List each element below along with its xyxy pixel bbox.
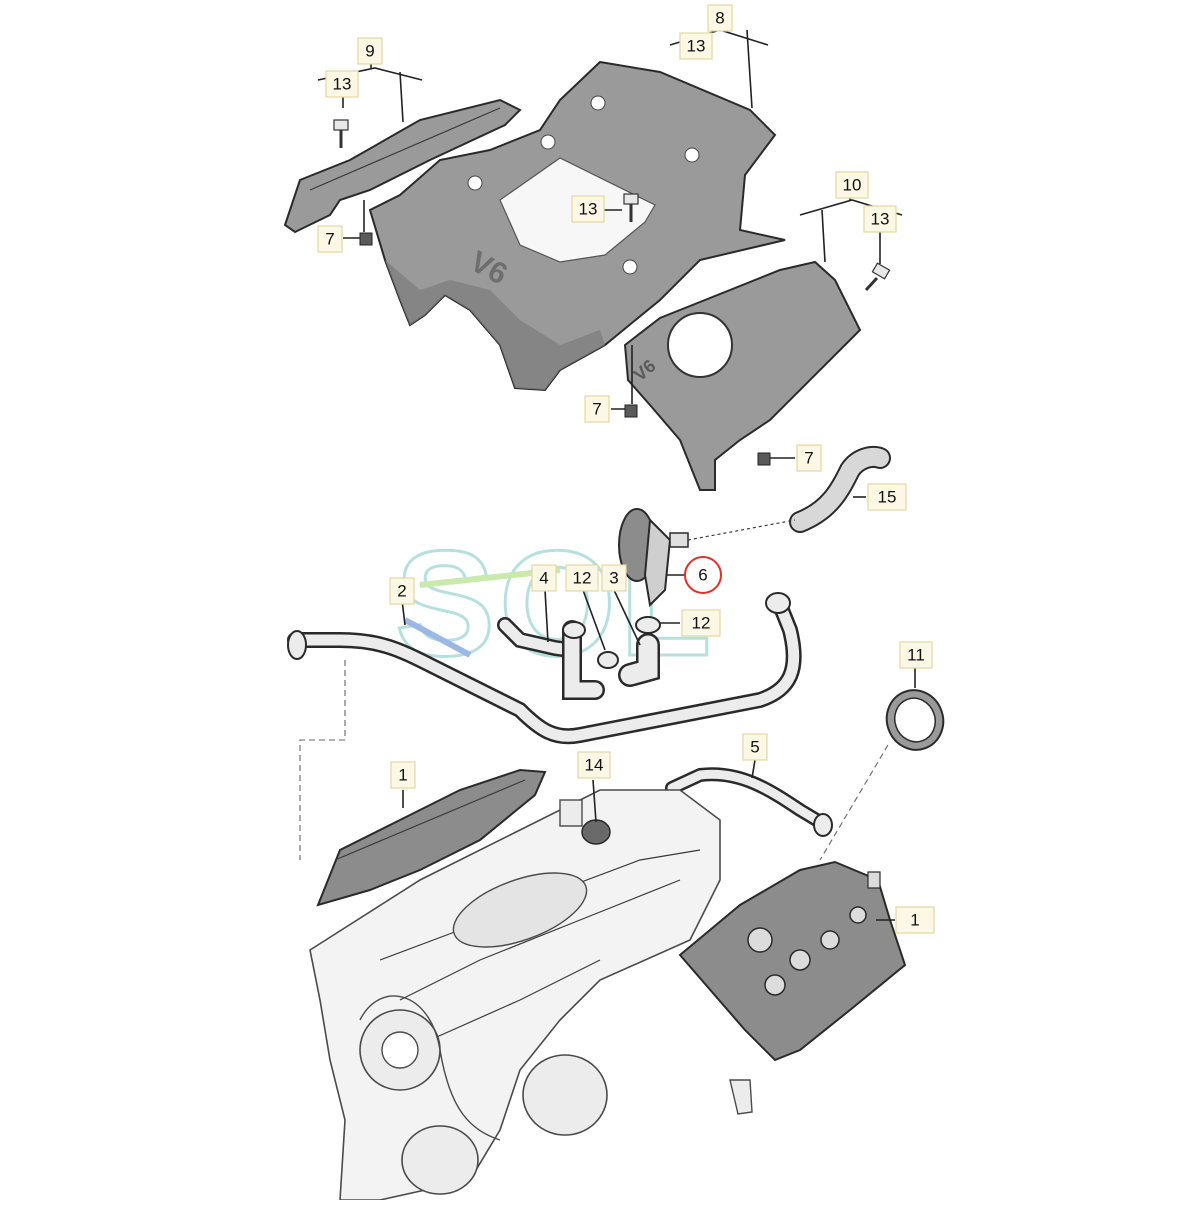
- callout-6: 6: [684, 556, 722, 594]
- callout-7-c: 7: [796, 444, 822, 472]
- left-trim-cover: [283, 98, 522, 234]
- callout-1-b: 1: [895, 906, 935, 934]
- breather-hose-5: [665, 767, 833, 837]
- callout-12-b: 12: [681, 609, 721, 637]
- svg-text:9: 9: [365, 42, 374, 61]
- callout-13-a: 13: [679, 32, 713, 60]
- bolt-13-left: [333, 119, 349, 148]
- callout-12-a: 12: [565, 564, 599, 592]
- highlight-circle: [684, 556, 722, 594]
- svg-text:11: 11: [907, 646, 925, 665]
- callout-2: 2: [389, 577, 415, 605]
- svg-text:5: 5: [750, 738, 759, 757]
- engine-block: [309, 789, 753, 1201]
- callout-13-b: 13: [325, 70, 359, 98]
- svg-text:4: 4: [539, 569, 548, 588]
- seal-ring-11: [885, 689, 945, 751]
- callout-14: 14: [577, 751, 611, 779]
- bolt-13-right: [864, 262, 891, 292]
- callout-11: 11: [899, 641, 933, 669]
- clip-7-left: [359, 232, 373, 246]
- svg-text:12: 12: [573, 569, 592, 588]
- callout-10: 10: [835, 171, 869, 199]
- svg-text:10: 10: [843, 176, 862, 195]
- callout-3: 3: [601, 564, 627, 592]
- svg-text:7: 7: [804, 449, 813, 468]
- svg-text:14: 14: [585, 756, 604, 775]
- callout-5: 5: [742, 733, 768, 761]
- callout-1-a: 1: [390, 761, 416, 789]
- breather-pipe-2: [287, 592, 802, 745]
- clamp-12-lower: [597, 651, 619, 669]
- svg-text:12: 12: [692, 614, 711, 633]
- svg-text:13: 13: [871, 210, 890, 229]
- clamp-12-upper: [635, 616, 661, 634]
- grommet-14: [581, 819, 611, 845]
- svg-text:7: 7: [325, 230, 334, 249]
- callout-7-b: 7: [584, 395, 610, 423]
- engine-pulley-lower: [401, 1125, 479, 1195]
- callout-8: 8: [707, 4, 733, 32]
- svg-text:1: 1: [398, 766, 407, 785]
- watermark-stripe-blue: [403, 617, 472, 658]
- callout-4: 4: [531, 564, 557, 592]
- engine-pulley-right: [522, 1054, 608, 1136]
- svg-text:8: 8: [715, 9, 724, 28]
- intake-manifold: [452, 872, 588, 948]
- svg-text:3: 3: [609, 569, 618, 588]
- valve-cover-left: [316, 768, 547, 907]
- engine-top-cover: V6: [368, 60, 786, 392]
- callout-13-d: 13: [863, 205, 897, 233]
- callout-13-c: 13: [571, 195, 605, 223]
- callout-labels: 8 13 9 13 13 7 10 13 7 7 15 6 2 4 12 3 1…: [317, 4, 935, 934]
- callout-7-a: 7: [317, 225, 343, 253]
- callout-15: 15: [867, 483, 907, 511]
- pressure-regulator-valve: [618, 508, 796, 608]
- right-side-cover: V6: [623, 260, 862, 491]
- elbow-hose-3: [597, 616, 661, 687]
- svg-text:6: 6: [698, 566, 707, 585]
- hose-15: [789, 445, 891, 533]
- callout-9: 9: [357, 37, 383, 65]
- valve-cover-right: [678, 860, 907, 1062]
- svg-text:13: 13: [579, 200, 598, 219]
- svg-text:15: 15: [878, 488, 897, 507]
- breather-pipe-4: [497, 617, 605, 700]
- bolt-13-center: [623, 193, 639, 222]
- clip-7-right: [757, 452, 771, 466]
- svg-text:1: 1: [910, 911, 919, 930]
- svg-text:2: 2: [397, 582, 406, 601]
- svg-text:13: 13: [687, 37, 706, 56]
- svg-text:13: 13: [333, 75, 352, 94]
- svg-text:7: 7: [592, 400, 601, 419]
- clip-7-center: [624, 404, 638, 418]
- right-cover-opening: [667, 312, 733, 378]
